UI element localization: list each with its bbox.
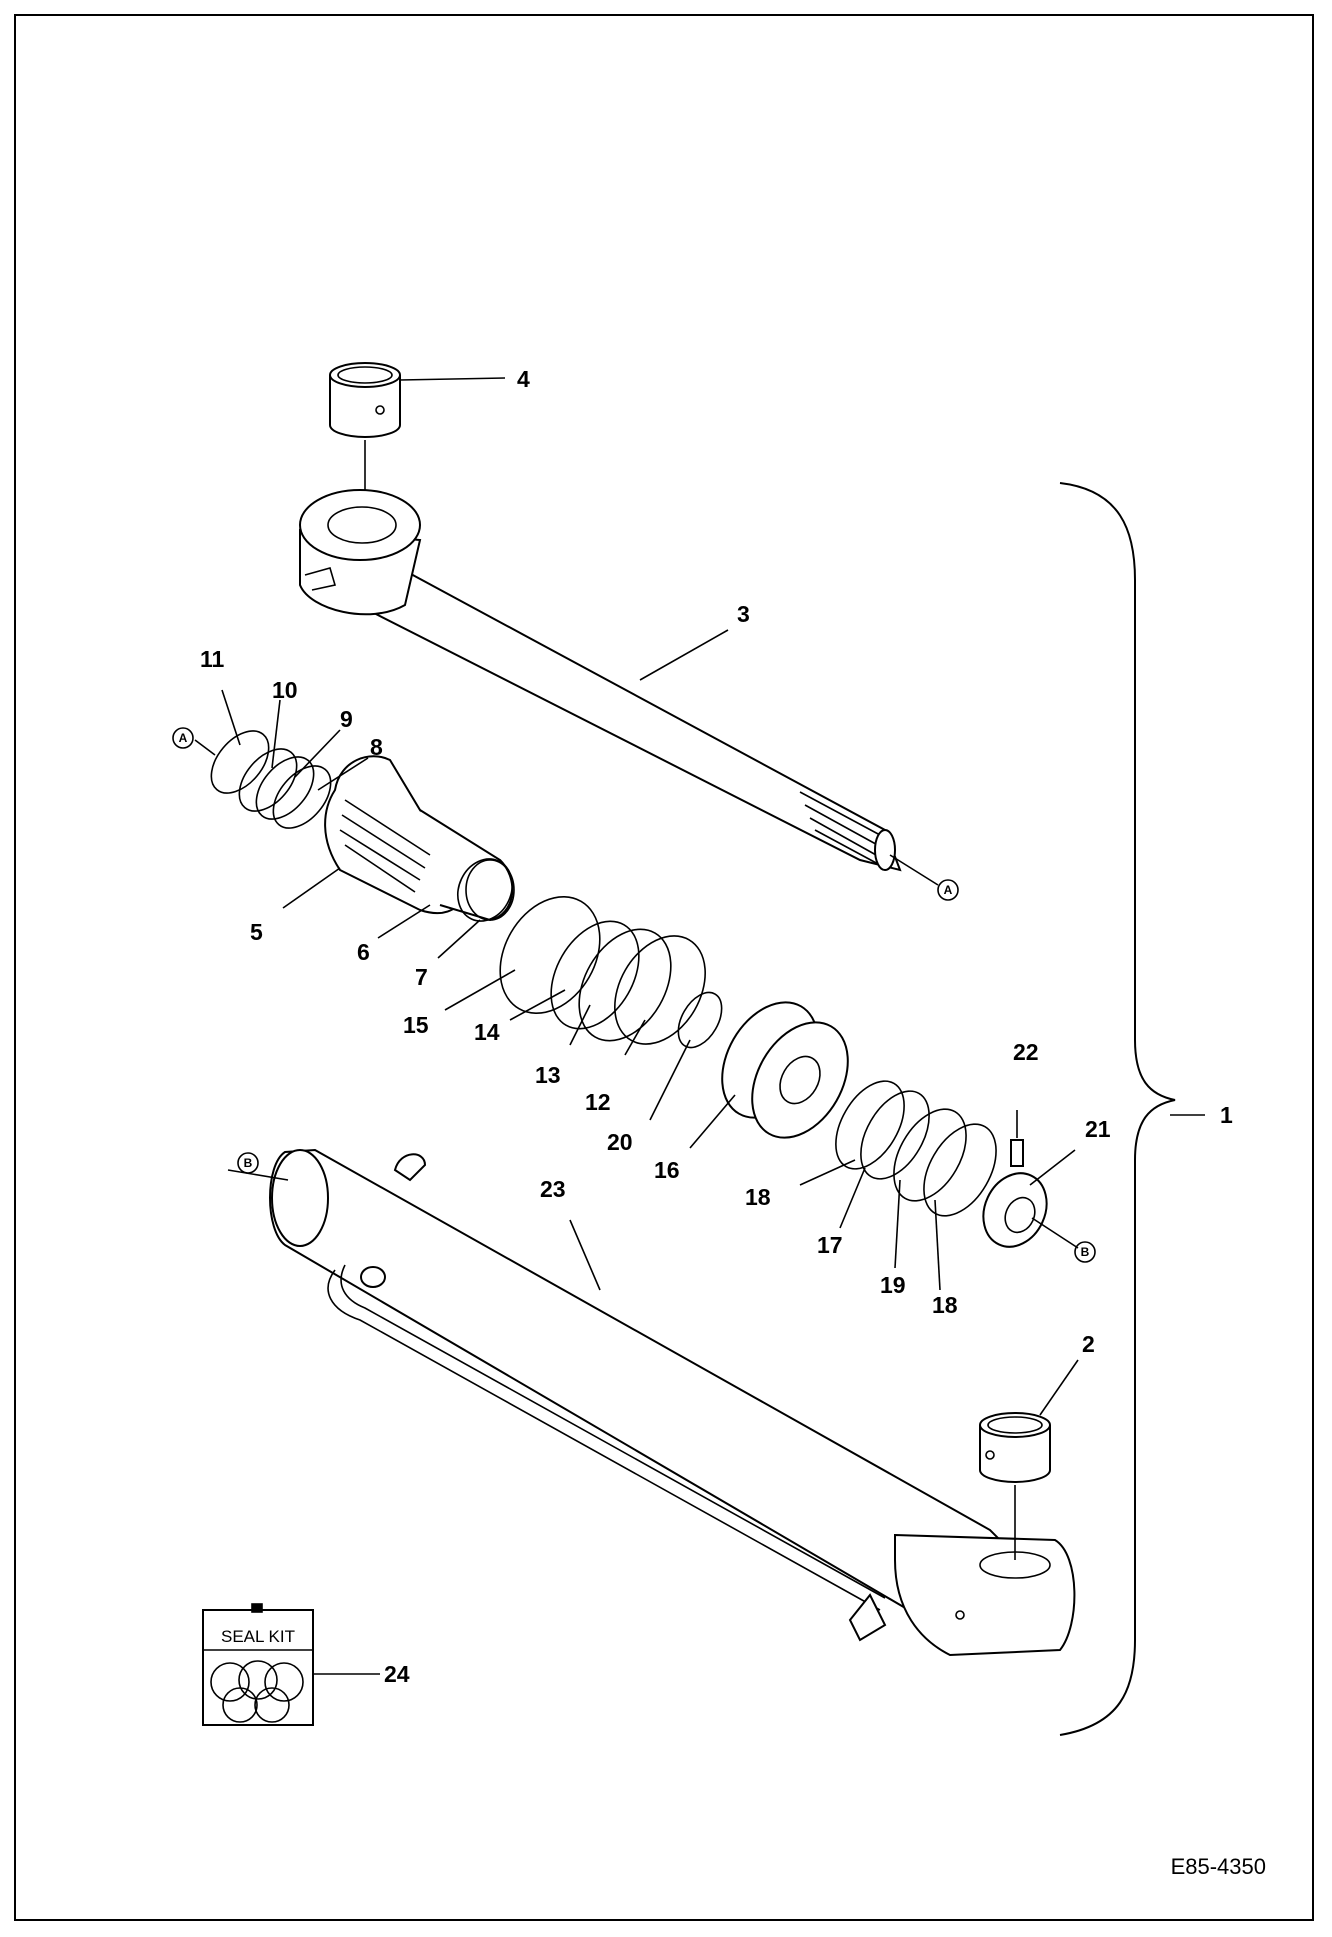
- ring-7: [457, 858, 513, 922]
- ref-label: A: [179, 731, 188, 745]
- ref-b-nut: B: [1074, 1241, 1096, 1263]
- seal-kit-24: [202, 1603, 314, 1726]
- o-ring-20: [677, 991, 723, 1049]
- bushing-2: [979, 1412, 1051, 1560]
- callout-17: 17: [817, 1232, 843, 1258]
- callout-9: 9: [340, 706, 353, 732]
- barrel-23: [269, 1148, 1076, 1657]
- callout-11: 11: [200, 646, 225, 672]
- callout-7: 7: [415, 964, 428, 990]
- callout-5: 5: [250, 919, 263, 945]
- piston-rod-3: [299, 489, 939, 886]
- ref-a-rod: A: [937, 879, 959, 901]
- ref-label: B: [1081, 1245, 1090, 1259]
- callout-13: 13: [535, 1062, 561, 1088]
- callout-18b: 18: [932, 1292, 958, 1318]
- callout-24: 24: [384, 1661, 410, 1687]
- drawing-code: E85-4350: [1171, 1854, 1266, 1879]
- leader-lines: [194, 377, 1205, 1675]
- callout-10: 10: [272, 677, 298, 703]
- callout-6: 6: [357, 939, 370, 965]
- ref-label: A: [944, 883, 953, 897]
- callout-3: 3: [737, 601, 750, 627]
- ref-label: B: [244, 1156, 253, 1170]
- piston-rings: [499, 895, 706, 1045]
- callout-23: 23: [540, 1176, 566, 1202]
- callout-14: 14: [474, 1019, 500, 1045]
- callout-12: 12: [585, 1089, 611, 1115]
- wiper-and-seals: [210, 730, 332, 829]
- callout-15: 15: [403, 1012, 429, 1038]
- callout-18a: 18: [745, 1184, 771, 1210]
- seal-kit-label: SEAL KIT: [221, 1627, 295, 1646]
- ref-a-top: A: [172, 727, 194, 749]
- callout-20: 20: [607, 1129, 633, 1155]
- callout-16: 16: [654, 1157, 680, 1183]
- lock-nut-21: [982, 1172, 1048, 1248]
- ref-b-barrel: B: [237, 1152, 259, 1174]
- callout-22: 22: [1013, 1039, 1039, 1065]
- assembly-bracket: [1059, 482, 1176, 1736]
- callout-2: 2: [1082, 1331, 1095, 1357]
- bushing-4: [329, 362, 401, 510]
- set-screw-22: [1010, 1110, 1024, 1167]
- callout-4: 4: [517, 366, 530, 392]
- drawing-frame: [14, 14, 1314, 1921]
- callout-21: 21: [1085, 1116, 1111, 1142]
- callout-8: 8: [370, 734, 383, 760]
- piston-16: [721, 1001, 849, 1139]
- callout-1: 1: [1220, 1102, 1233, 1128]
- callout-19: 19: [880, 1272, 906, 1298]
- gland-5: [324, 755, 515, 922]
